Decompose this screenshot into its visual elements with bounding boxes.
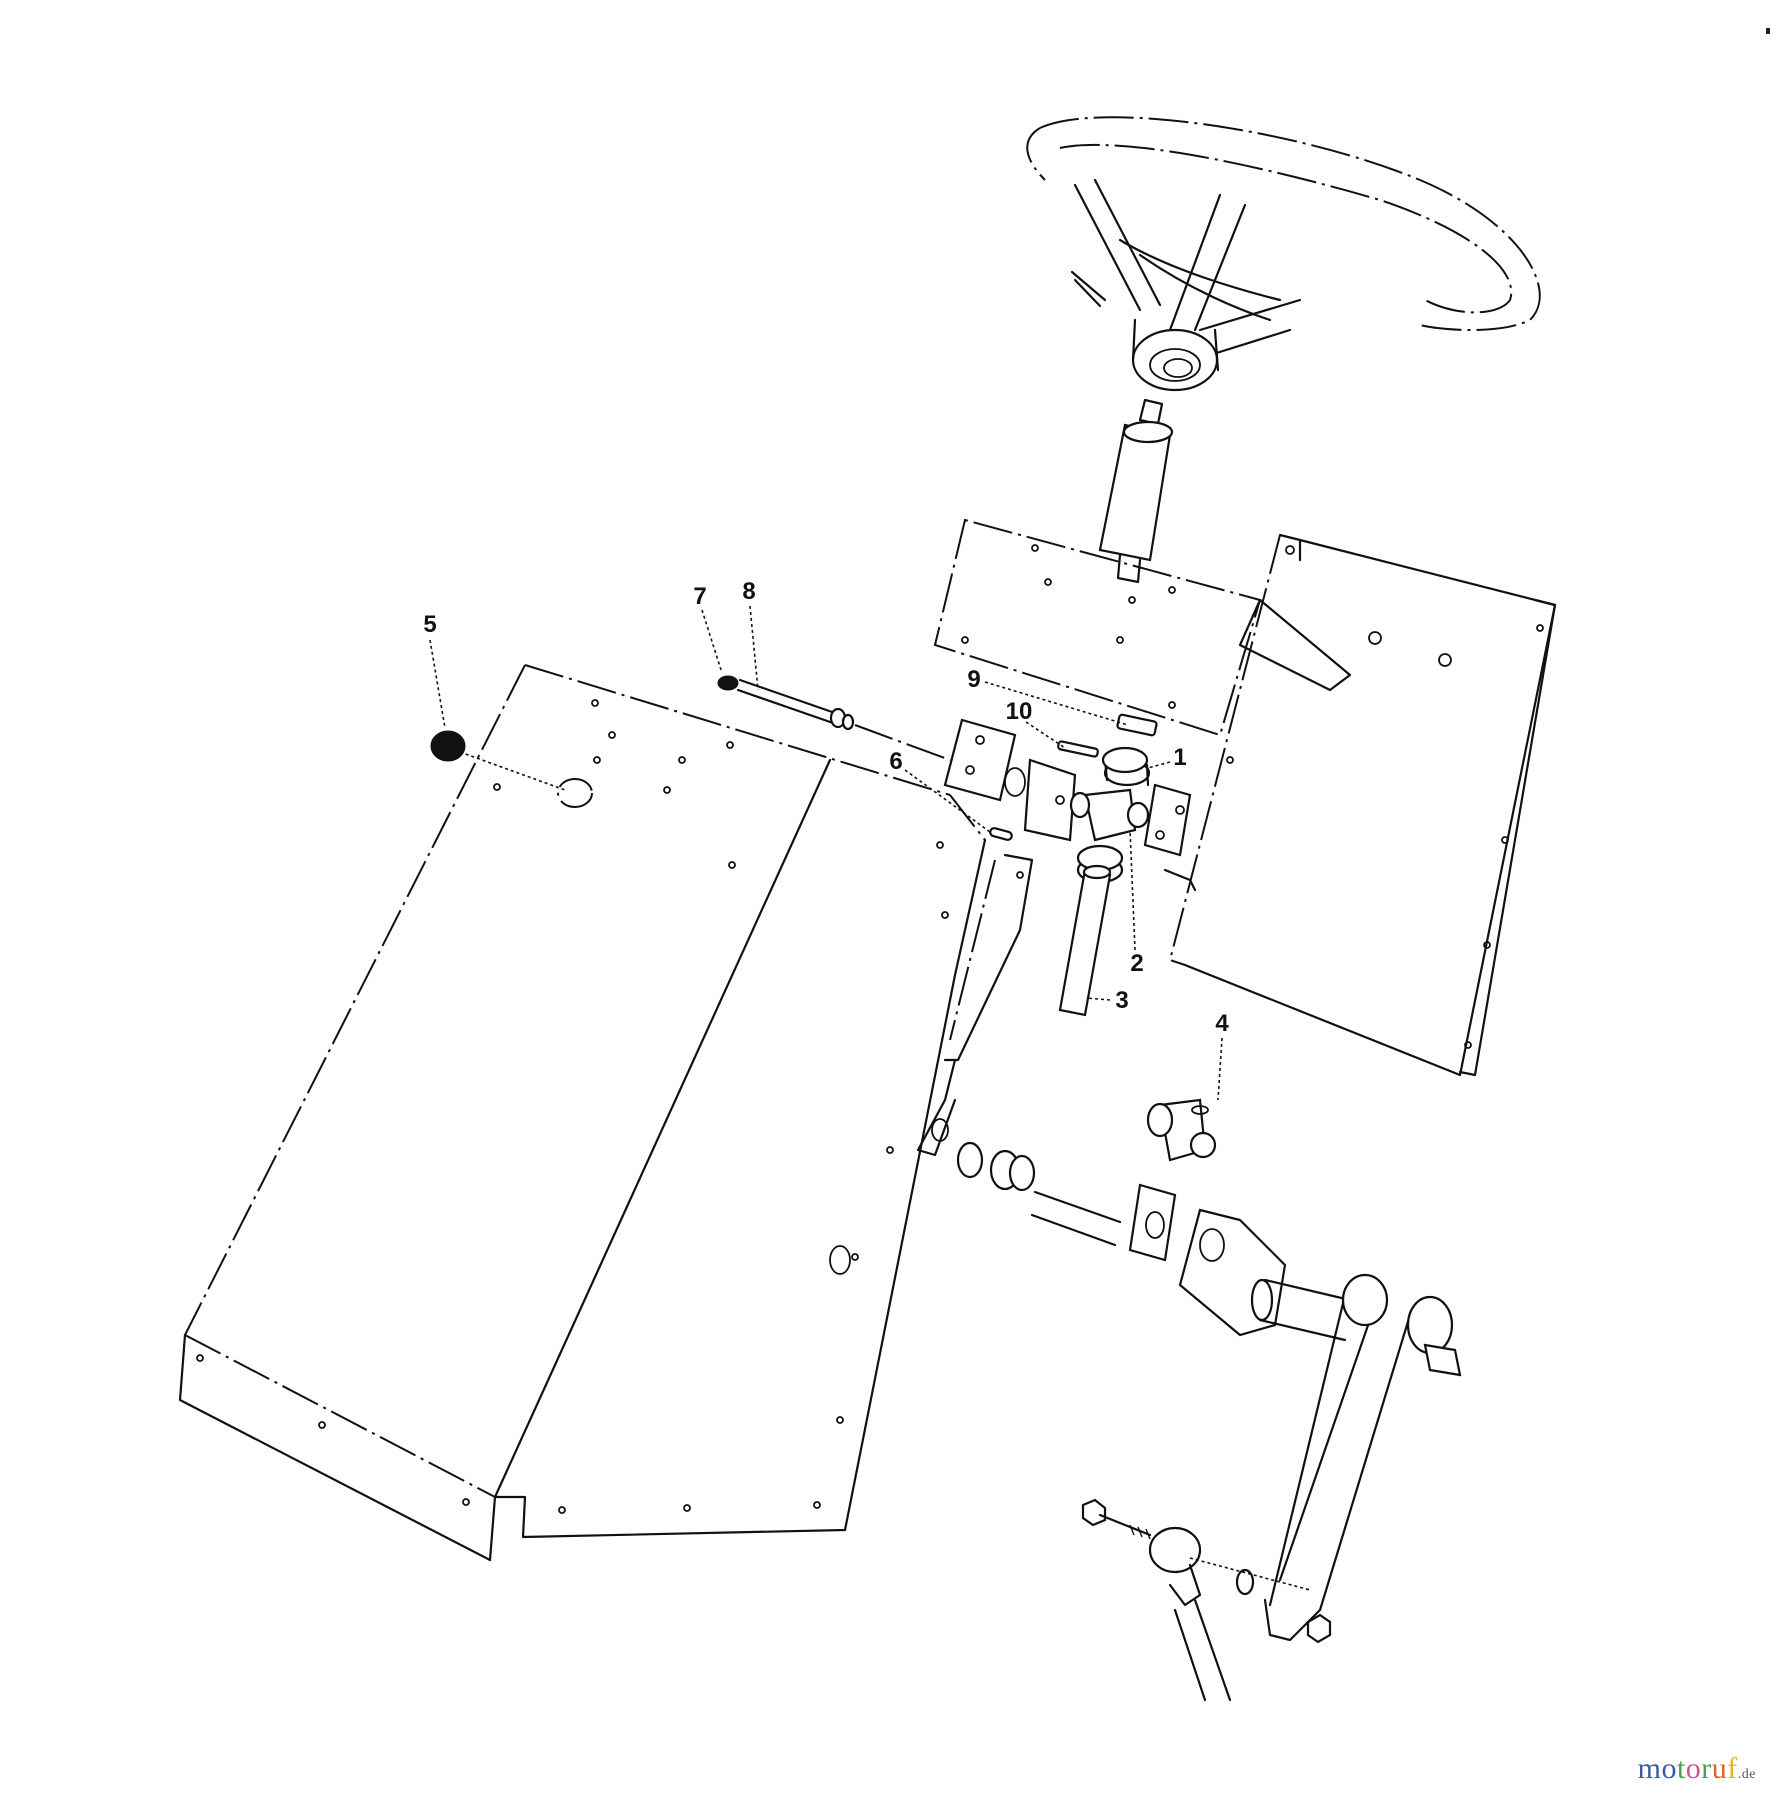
grommet (430, 730, 566, 791)
support-bracket (916, 853, 1034, 1157)
wm-letter: t (1676, 1752, 1686, 1785)
callout-3: 3 (1115, 987, 1129, 1014)
axle-shaft-assembly (956, 1141, 1352, 1342)
callout-8: 8 (742, 578, 756, 605)
wm-letter: f (1727, 1752, 1738, 1785)
steering-column-upper (1098, 398, 1174, 584)
steering-shaft-lower (1058, 864, 1112, 1017)
callout-9: 9 (967, 666, 981, 693)
universal-joint-assembly (943, 713, 1197, 892)
callout-leaders (429, 605, 1223, 1101)
callout-5: 5 (423, 611, 437, 638)
steering-wheel (1026, 116, 1541, 392)
steering-arm (1263, 1273, 1462, 1644)
callout-1: 1 (1173, 744, 1187, 771)
wm-letter: o (1661, 1752, 1677, 1785)
callout-7: 7 (693, 583, 707, 610)
wm-letter: m (1637, 1752, 1662, 1785)
wm-letter: o (1685, 1752, 1702, 1785)
callout-6: 6 (889, 748, 903, 775)
tie-rod-end (1081, 1498, 1311, 1702)
callout-10: 10 (1005, 698, 1033, 725)
right-side-panel (1168, 533, 1557, 1077)
floor-panel (178, 664, 987, 1562)
watermark-logo: motoruf.de (1638, 1752, 1756, 1786)
dash-panel (933, 518, 1352, 737)
pivot-rod-assembly (717, 675, 951, 761)
wm-tld: .de (1737, 1767, 1756, 1782)
callout-2: 2 (1130, 950, 1144, 977)
wm-letter: r (1701, 1752, 1712, 1785)
pivot-block (1146, 1098, 1217, 1162)
wm-letter: u (1711, 1752, 1728, 1785)
corner-mark (1766, 28, 1770, 34)
callout-4: 4 (1215, 1010, 1229, 1037)
